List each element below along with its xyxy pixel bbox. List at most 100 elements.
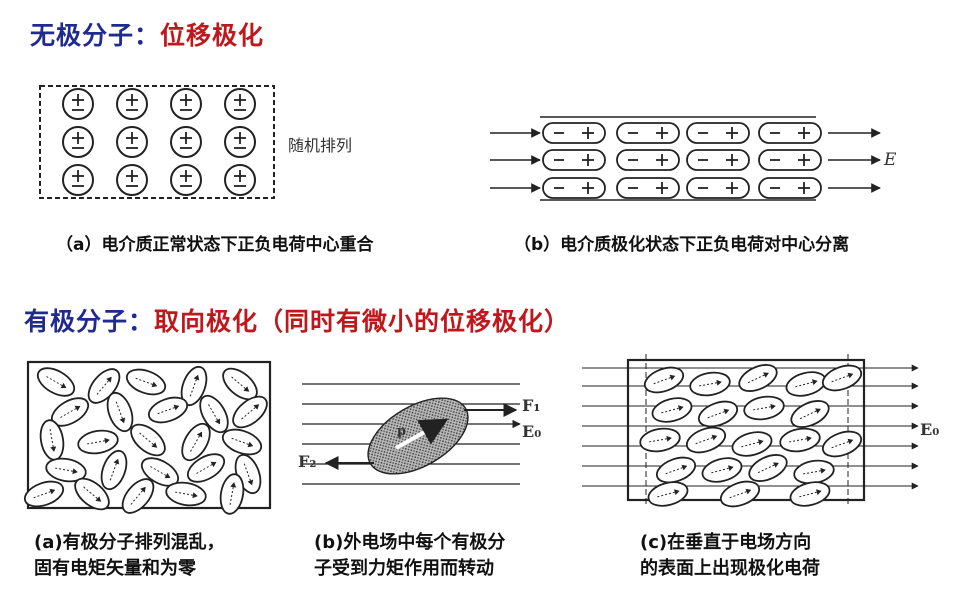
nonpolar-molecule [170, 88, 202, 120]
polar-molecule [647, 481, 689, 507]
polar-molecule [36, 367, 76, 397]
section2-heading: 有极分子：取向极化（同时有微小的位移极化） [24, 302, 570, 338]
section1-heading: 无极分子：位移极化 [30, 16, 264, 52]
nonpolar-molecule [224, 88, 256, 120]
polar-molecule [655, 456, 697, 484]
polar-molecule [23, 480, 65, 508]
polarized-molecule [758, 177, 822, 199]
polar-molecule [789, 481, 831, 507]
polar-molecule [643, 366, 685, 394]
section2-heading-lead: 有极分子： [24, 307, 155, 336]
caption-1a: （a）电介质正常状态下正负电荷中心重合 [56, 235, 374, 255]
nonpolar-molecule [116, 126, 148, 158]
polarized-molecule [542, 122, 606, 144]
polarized-molecule [616, 149, 680, 171]
section1-heading-highlight: 位移极化 [160, 21, 265, 50]
caption-2b-line1: (b)外电场中每个有极分 [314, 532, 506, 553]
figure-1a-frame [39, 85, 275, 199]
polarized-molecule [686, 177, 750, 199]
caption-2c: (c)在垂直于电场方向 的表面上出现极化电荷 [640, 530, 820, 582]
figure-2b-torque [302, 383, 521, 485]
caption-2a: (a)有极分子排列混乱， 固有电矩矢量和为零 [34, 530, 225, 582]
section2-heading-highlight: 取向极化（同时有微小的位移极化） [154, 307, 571, 336]
caption-2c-line1: (c)在垂直于电场方向 [640, 532, 812, 553]
field-e0-label-b: E₀ [522, 422, 542, 441]
caption-2c-line2: 的表面上出现极化电荷 [640, 558, 820, 579]
force-f1-label: F₁ [522, 396, 541, 415]
figure-2c-molecules [639, 364, 863, 508]
polar-molecule [140, 457, 180, 487]
polar-molecule [785, 371, 827, 397]
figure-1a-nonpolar [39, 85, 275, 199]
figure-2a-random [23, 360, 272, 515]
polar-molecule [779, 427, 821, 453]
polar-molecule [697, 400, 739, 428]
polar-molecule [738, 364, 778, 392]
polar-molecule [77, 429, 119, 455]
polar-molecule [106, 391, 134, 433]
polar-molecule [731, 431, 773, 457]
polar-molecule [121, 478, 155, 514]
caption-2b-line2: 子受到力矩作用而转动 [314, 558, 494, 579]
force-f2-label: F₂ [298, 452, 317, 471]
dipole-moment-arrow [395, 418, 449, 450]
polarized-molecule [686, 149, 750, 171]
field-e-label: E [884, 150, 897, 170]
nonpolar-molecule [170, 126, 202, 158]
polar-molecule [186, 453, 226, 483]
nonpolar-molecule [224, 126, 256, 158]
polar-molecule [100, 449, 128, 491]
figure-1a-molecules [62, 88, 256, 196]
polar-molecule [147, 396, 189, 424]
polarized-molecule [542, 149, 606, 171]
nonpolar-molecule [62, 164, 94, 196]
figure-2a-frame [26, 360, 272, 510]
polar-molecule [181, 422, 211, 462]
polar-molecule [74, 477, 110, 511]
figure-2c-aligned [582, 354, 919, 508]
polar-molecule [232, 395, 268, 429]
caption-1b: （b）电介质极化状态下正负电荷对中心分离 [514, 235, 850, 255]
polar-molecule [130, 423, 166, 457]
figure-2a-molecules [23, 365, 268, 515]
nonpolar-molecule [62, 88, 94, 120]
polar-molecule [221, 428, 263, 456]
nonpolar-molecule [170, 164, 202, 196]
polar-molecule [651, 397, 693, 423]
polar-molecule [790, 400, 830, 428]
polarized-molecule [542, 177, 606, 199]
polar-molecule [685, 426, 727, 454]
figure-1b-molecules [490, 122, 881, 199]
polarized-molecule [616, 177, 680, 199]
random-arrangement-label: 随机排列 [288, 136, 353, 155]
nonpolar-molecule [62, 126, 94, 158]
polar-molecule [639, 427, 681, 453]
polar-molecule [748, 454, 788, 482]
figure-1b-polarized [490, 116, 881, 201]
polarized-molecule [686, 122, 750, 144]
polar-molecule [743, 395, 785, 421]
caption-2b: (b)外电场中每个有极分 子受到力矩作用而转动 [314, 530, 505, 582]
polarized-molecule [616, 122, 680, 144]
polar-molecule [199, 394, 229, 434]
polarized-molecule [758, 149, 822, 171]
dipole-p-label: p [397, 424, 407, 439]
polar-molecule [125, 368, 167, 396]
caption-2a-line2: 固有电矩矢量和为零 [34, 558, 196, 579]
section1-heading-lead: 无极分子： [30, 21, 161, 50]
polar-molecule [219, 473, 245, 515]
caption-2a-line1: (a)有极分子排列混乱， [34, 532, 225, 553]
polar-molecule [165, 481, 207, 507]
polar-molecule [689, 371, 731, 397]
polar-molecule [719, 480, 761, 508]
polar-molecule [821, 430, 863, 458]
nonpolar-molecule [224, 164, 256, 196]
nonpolar-molecule [116, 164, 148, 196]
polar-molecule [701, 457, 743, 483]
polarized-molecule [758, 122, 822, 144]
field-e0-label-c: E₀ [920, 420, 940, 439]
polar-molecule [821, 364, 863, 392]
polar-molecule [45, 457, 87, 483]
nonpolar-molecule [116, 88, 148, 120]
